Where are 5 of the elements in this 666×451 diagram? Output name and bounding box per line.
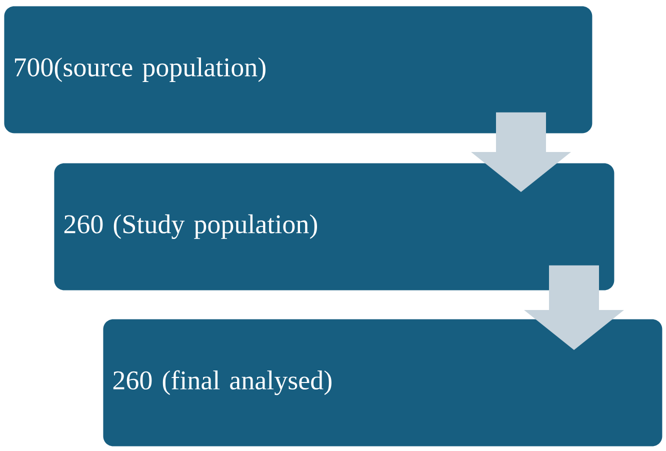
block-arrow xyxy=(524,265,624,350)
block-arrow xyxy=(471,112,571,192)
process-box: 700(source population) xyxy=(4,6,592,134)
process-box: 260 (final analysed) xyxy=(103,319,662,446)
process-box: 260 (Study population) xyxy=(54,163,614,290)
